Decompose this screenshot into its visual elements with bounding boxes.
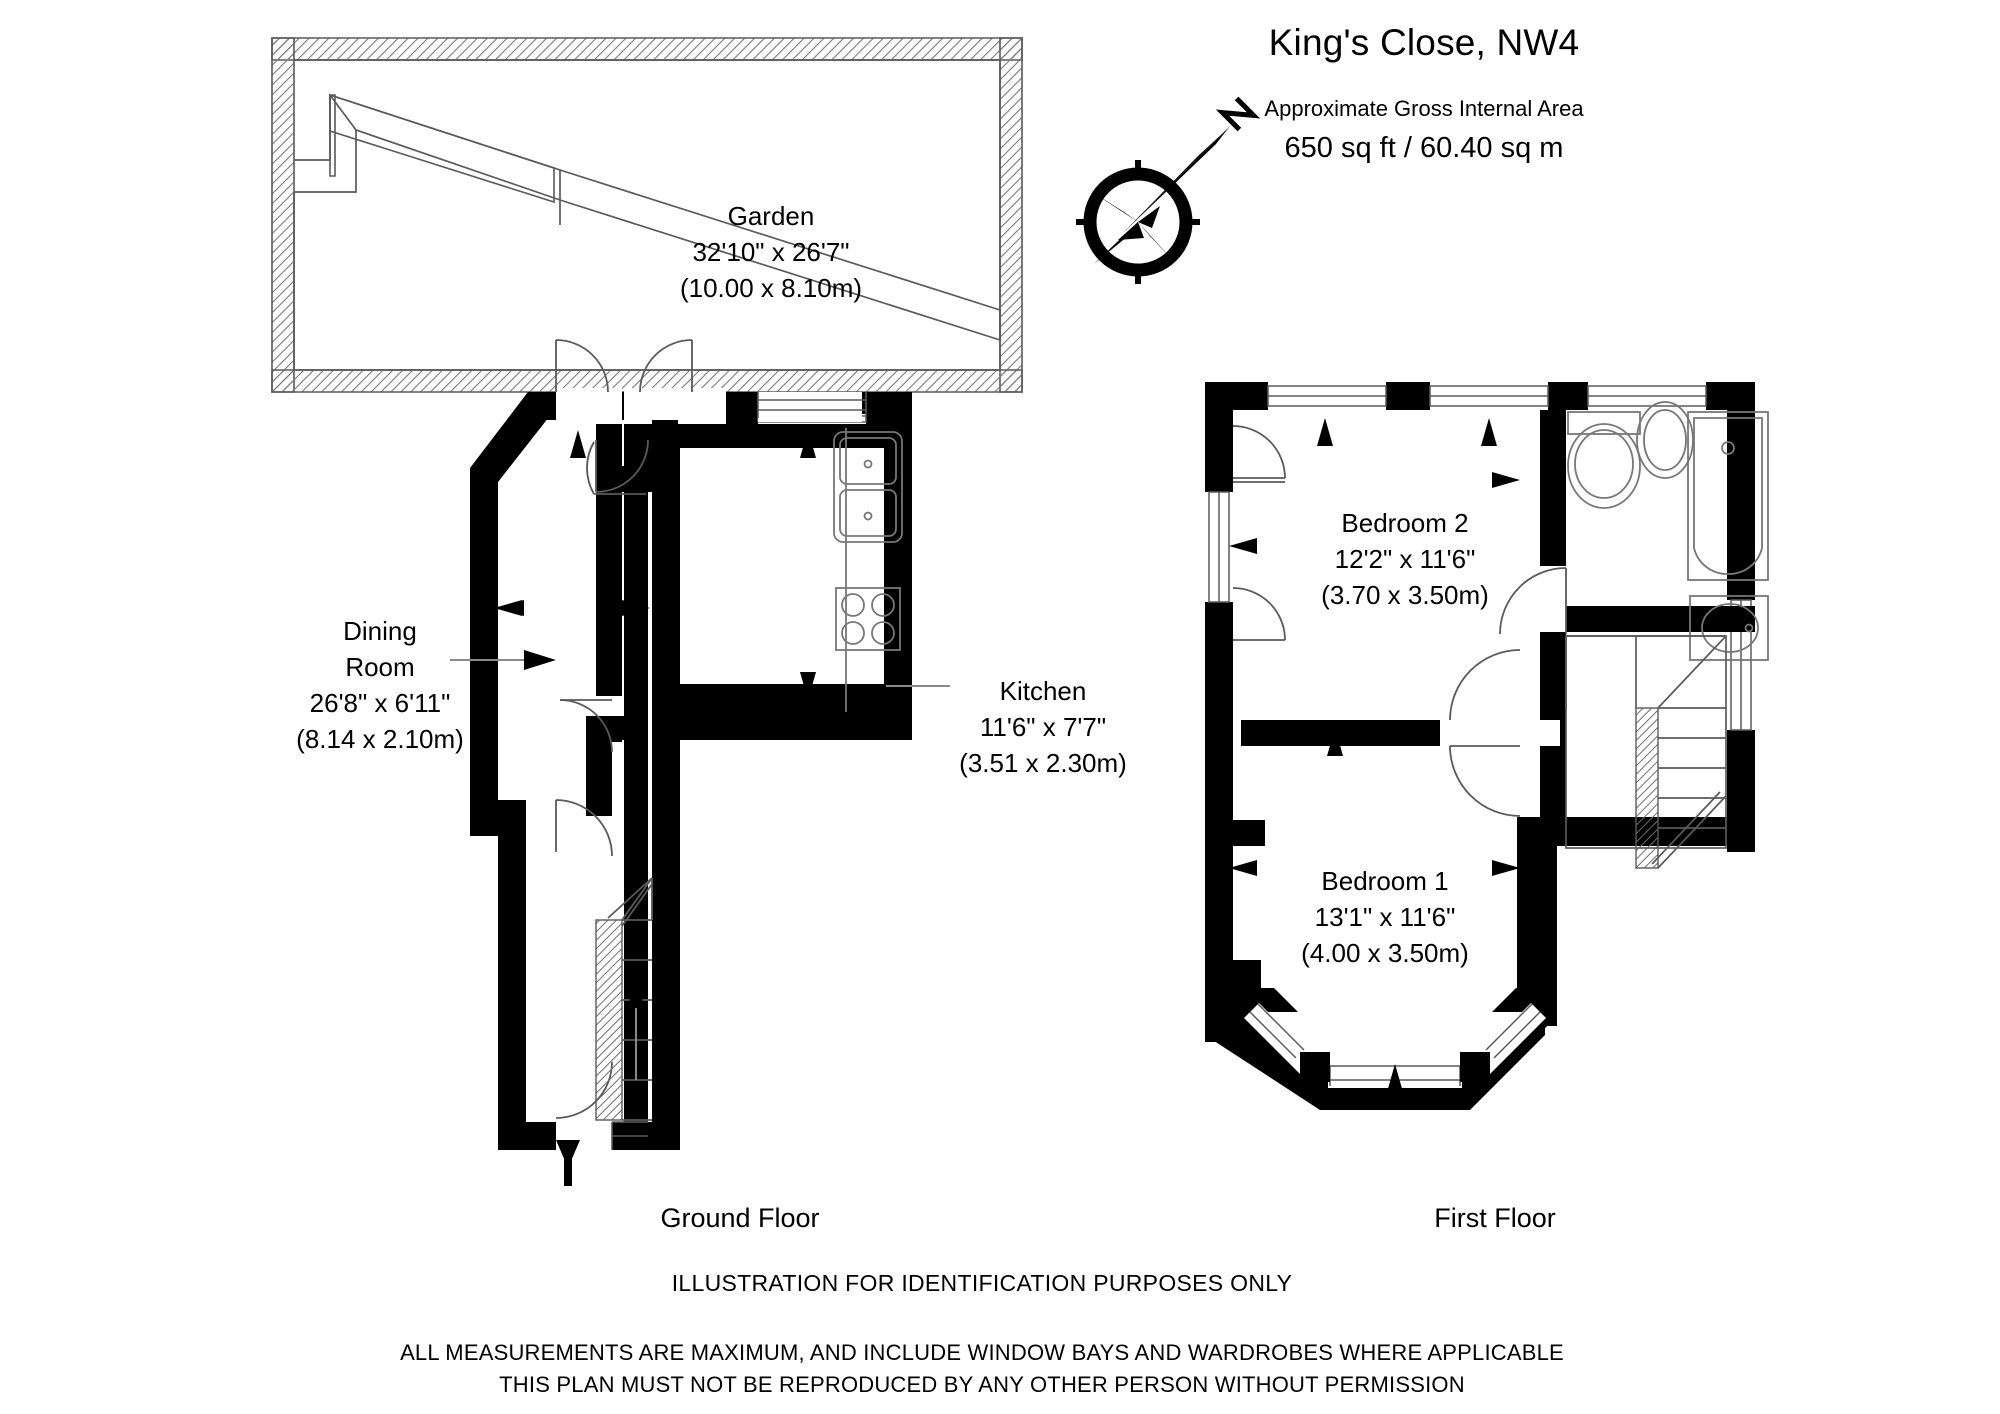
measurements-note: ALL MEASUREMENTS ARE MAXIMUM, AND INCLUD…	[400, 1340, 1564, 1365]
garden-name: Garden	[727, 201, 815, 231]
bedroom-2-metric: (3.70 x 3.50m)	[1321, 580, 1489, 610]
illustration-note: ILLUSTRATION FOR IDENTIFICATION PURPOSES…	[671, 1270, 1293, 1296]
toilet-icon	[1567, 411, 1641, 509]
reproduction-note: THIS PLAN MUST NOT BE REPRODUCED BY ANY …	[499, 1372, 1465, 1397]
compass-rose-icon	[1076, 96, 1261, 284]
bedroom-1-name: Bedroom 1	[1321, 866, 1449, 896]
first-floor-window-markers	[1229, 418, 1520, 1092]
bedroom-1-imperial: 13'1" x 11'6"	[1314, 902, 1456, 932]
bedroom-2-imperial: 12'2" x 11'6"	[1334, 544, 1476, 574]
room-label-garden: Garden 32'10" x 26'7" (10.00 x 8.10m)	[680, 198, 862, 306]
first-stairs	[1565, 635, 1727, 869]
dining-room-imperial: 26'8" x 6'11"	[309, 688, 451, 718]
room-label-kitchen: Kitchen 11'6" x 7'7" (3.51 x 2.30m)	[959, 673, 1127, 781]
ground-floor-leader-lines	[450, 659, 950, 687]
entrance-arrow-icon	[556, 1140, 580, 1186]
kitchen-metric: (3.51 x 2.30m)	[959, 748, 1127, 778]
bedroom-2-name: Bedroom 2	[1341, 508, 1469, 538]
kitchen-imperial: 11'6" x 7'7"	[979, 712, 1107, 742]
bathtub-icon	[1687, 411, 1769, 581]
kitchen-fixtures	[833, 428, 903, 712]
room-label-bedroom-1: Bedroom 1 13'1" x 11'6" (4.00 x 3.50m)	[1301, 863, 1469, 971]
bidet-icon	[1636, 401, 1694, 479]
double-sink-icon	[833, 431, 903, 543]
room-label-dining-room: Dining Room 26'8" x 6'11" (8.14 x 2.10m)	[296, 613, 464, 757]
kitchen-name: Kitchen	[999, 676, 1087, 706]
garden-metric: (10.00 x 8.10m)	[679, 273, 863, 303]
dining-room-metric: (8.14 x 2.10m)	[296, 724, 464, 754]
four-burner-hob-icon	[835, 587, 901, 651]
stair-up-arrow-icon	[628, 972, 644, 1080]
bathroom-fixtures	[1567, 401, 1769, 661]
area-caption: Approximate Gross Internal Area	[1264, 96, 1584, 121]
garden-imperial: 32'10" x 26'7"	[692, 237, 850, 267]
room-label-bedroom-2: Bedroom 2 12'2" x 11'6" (3.70 x 3.50m)	[1321, 505, 1489, 613]
ground-stairs	[595, 877, 653, 1121]
garden-outline	[271, 37, 1023, 393]
wash-basin-icon	[1689, 595, 1769, 661]
ground-floor-door-swings	[555, 339, 693, 1119]
area-value: 650 sq ft / 60.40 sq m	[1284, 132, 1564, 164]
bedroom-1-metric: (4.00 x 3.50m)	[1301, 938, 1469, 968]
dining-room-name-line2: Room	[345, 652, 415, 682]
page-title: King's Close, NW4	[1268, 22, 1580, 63]
ground-floor-leader-arrowheads	[496, 600, 556, 670]
first-floor-door-swings	[1232, 425, 1567, 817]
dining-room-name-line1: Dining	[343, 616, 417, 646]
floor-caption-first: First Floor	[1434, 1203, 1556, 1233]
floor-caption-ground: Ground Floor	[660, 1203, 820, 1233]
ground-floor-openings	[556, 388, 867, 1156]
first-floor-openings	[1233, 566, 1566, 746]
